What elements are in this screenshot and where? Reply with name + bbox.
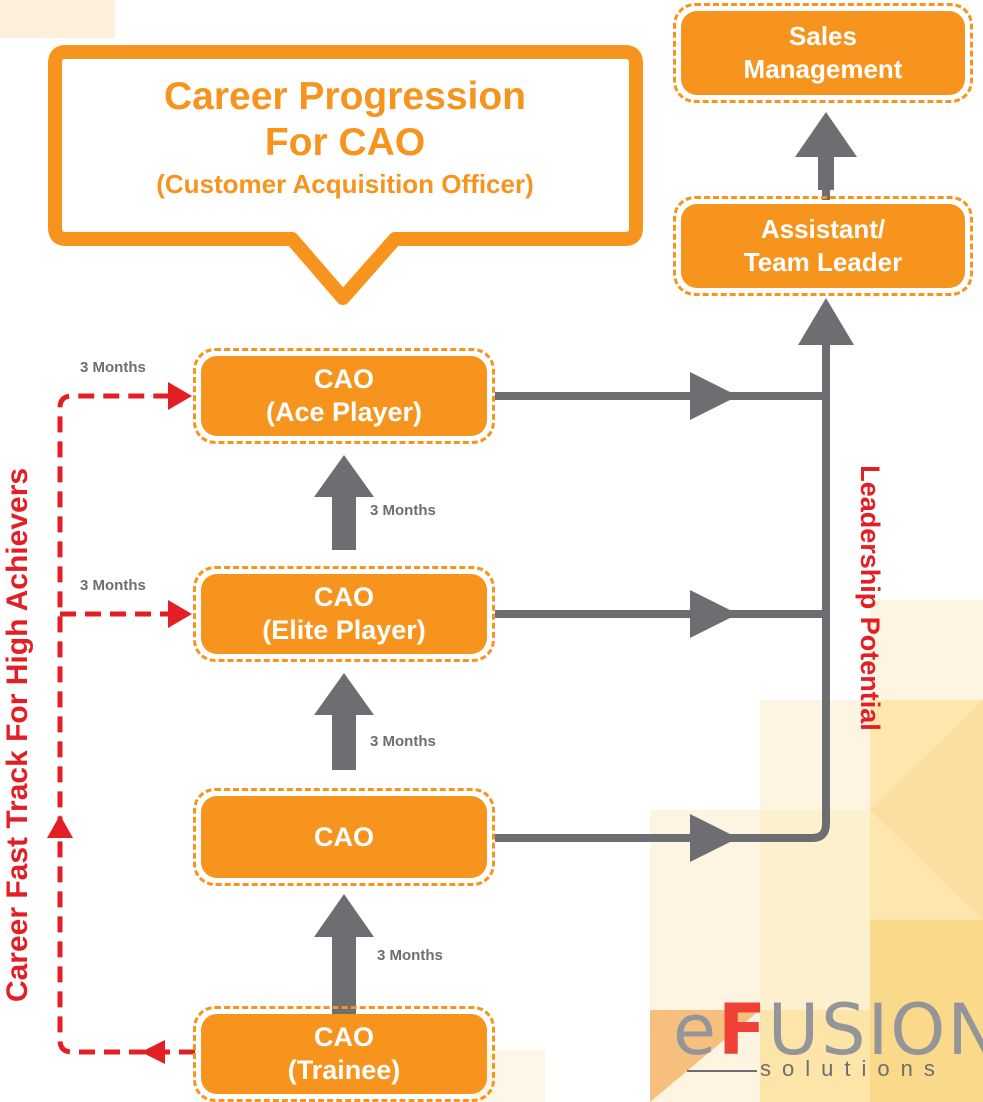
duration-fast-track-elite: 3 Months xyxy=(80,577,146,594)
node-cao: CAO xyxy=(193,788,495,886)
node-assistant-team-leader: Assistant/ Team Leader xyxy=(673,196,973,296)
arrow-ace-right xyxy=(690,372,738,420)
arrow-to-sales xyxy=(795,112,857,157)
fast-track-lines xyxy=(57,393,195,1055)
duration-trainee-to-cao: 3 Months xyxy=(377,947,443,964)
logo-wordmark: eFUSION xyxy=(673,989,983,1071)
node-cao-ace-player: CAO (Ace Player) xyxy=(193,348,495,444)
efusion-logo: eFUSION solutions xyxy=(665,990,983,1102)
diagram-title: Career Progression For CAO (Customer Acq… xyxy=(80,74,610,202)
to-leadership-lines xyxy=(495,190,830,842)
duration-fast-track-ace: 3 Months xyxy=(80,359,146,376)
arrow-to-assistant xyxy=(798,298,854,345)
duration-elite-to-ace: 3 Months xyxy=(370,502,436,519)
node-sales-management: Sales Management xyxy=(673,3,973,103)
node-cao-trainee: CAO (Trainee) xyxy=(193,1006,495,1102)
title-line-2: For CAO xyxy=(264,121,426,164)
duration-cao-to-elite: 3 Months xyxy=(370,733,436,750)
logo-rule xyxy=(687,1070,757,1072)
vertical-progression-arrows xyxy=(314,455,374,1015)
arrow-cao-right xyxy=(690,814,738,862)
horizontal-arrowheads xyxy=(690,372,738,862)
fast-track-label: Career Fast Track For High Achievers xyxy=(1,467,34,1003)
node-cao-elite-player: CAO (Elite Player) xyxy=(193,566,495,662)
title-line-3: (Customer Acquisition Officer) xyxy=(156,169,534,199)
logo-subtitle: solutions xyxy=(760,1056,946,1081)
title-line-1: Career Progression xyxy=(164,75,526,118)
fast-track-arrowheads xyxy=(47,382,192,1064)
leadership-potential-label: Leadership Potential xyxy=(855,465,885,731)
arrow-elite-right xyxy=(690,590,738,638)
